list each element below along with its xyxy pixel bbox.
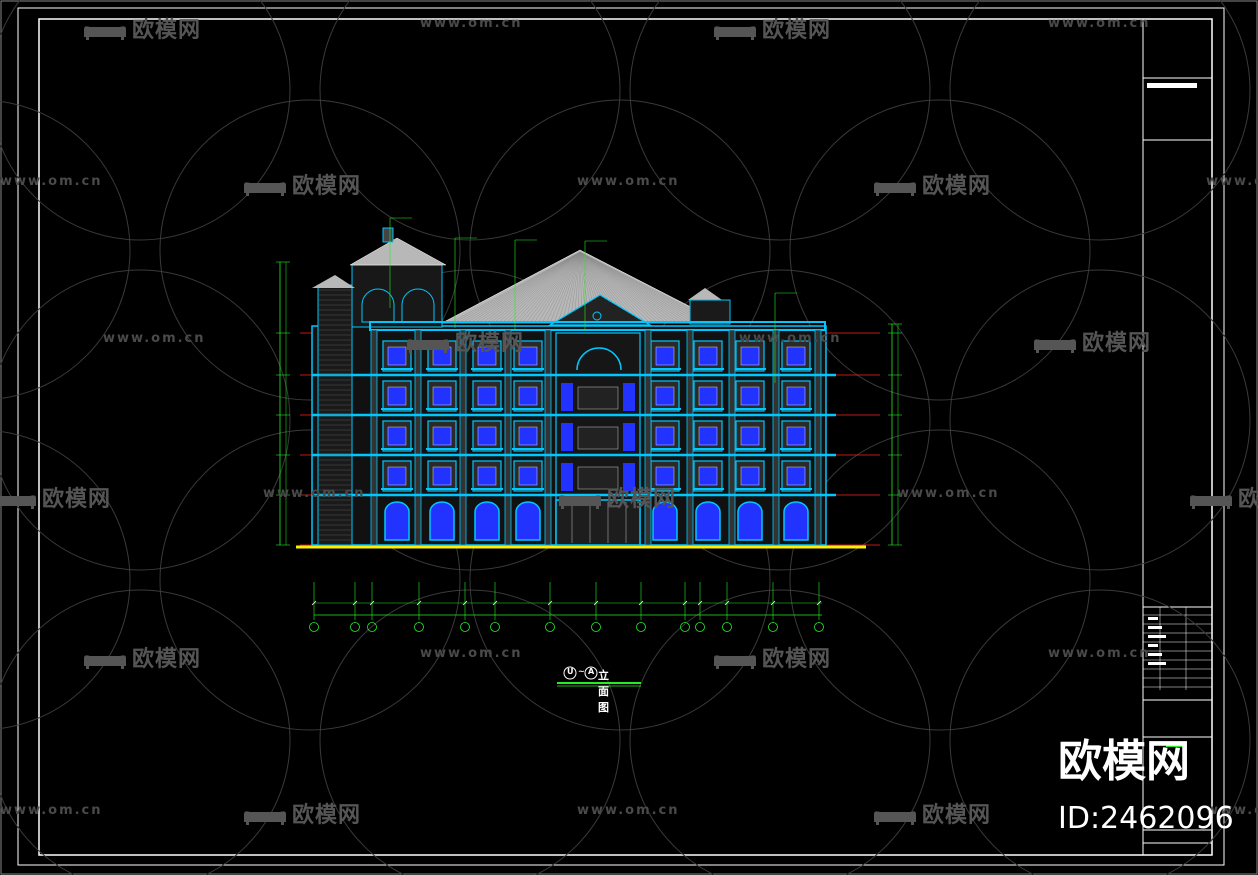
watermark-logo: 欧模网 <box>712 12 831 44</box>
sofa-icon <box>405 335 451 353</box>
watermark-brand-text: 欧模网 <box>42 487 112 512</box>
watermark-url: www.om.cn <box>0 174 103 189</box>
sheet-inner-frame <box>38 18 1213 856</box>
watermark-brand-text: 欧模网 <box>922 174 992 199</box>
watermark-brand-text: 欧模网 <box>1238 487 1258 512</box>
watermark-logo: 欧模网 <box>712 641 831 673</box>
title-block <box>1142 19 1212 855</box>
watermark-logo: 欧模网 <box>242 797 361 829</box>
sofa-icon <box>712 651 758 669</box>
sofa-icon <box>1188 491 1234 509</box>
watermark-logo: 欧模网 <box>0 481 111 513</box>
sofa-icon <box>712 22 758 40</box>
axis-separator: ~ <box>578 667 585 676</box>
watermark-brand-text: 欧模网 <box>132 18 202 43</box>
sofa-icon <box>0 491 38 509</box>
watermark-url: www.om.cn <box>103 331 206 346</box>
watermark-logo: 欧模网 <box>1188 481 1258 513</box>
watermark-brand-text: 欧模网 <box>922 803 992 828</box>
axis-end-label: A <box>588 667 595 676</box>
watermark-url: www.om.cn <box>420 16 523 31</box>
watermark-url: www.om.cn <box>1206 803 1258 818</box>
watermark-brand-text: 欧模网 <box>292 174 362 199</box>
sofa-icon <box>1032 335 1078 353</box>
sofa-icon <box>82 651 128 669</box>
sofa-icon <box>872 807 918 825</box>
watermark-brand-text: 欧模网 <box>762 18 832 43</box>
sofa-icon <box>242 178 288 196</box>
asset-id-label: ID:2462096 <box>1058 801 1234 836</box>
sofa-icon <box>872 178 918 196</box>
watermark-logo: 欧模网 <box>557 481 676 513</box>
watermark-url: www.om.cn <box>577 174 680 189</box>
sheet-outer-frame <box>17 7 1225 866</box>
watermark-logo: 欧模网 <box>82 641 201 673</box>
watermark-logo: 欧模网 <box>872 168 991 200</box>
watermark-url: www.om.cn <box>1048 646 1151 661</box>
watermark-url: www.om.cn <box>577 803 680 818</box>
watermark-logo: 欧模网 <box>405 325 524 357</box>
watermark-brand-text: 欧模网 <box>132 647 202 672</box>
watermark-brand-text: 欧模网 <box>1082 331 1152 356</box>
watermark-brand-text: 欧模网 <box>762 647 832 672</box>
sofa-icon <box>82 22 128 40</box>
watermark-url: www.om.cn <box>420 646 523 661</box>
watermark-url: www.om.cn <box>263 486 366 501</box>
axis-start-label: U <box>567 667 574 676</box>
dimension-lines <box>309 582 824 632</box>
watermark-url: www.om.cn <box>897 486 1000 501</box>
sofa-icon <box>557 491 603 509</box>
watermark-url: www.om.cn <box>1048 16 1151 31</box>
watermark-logo: 欧模网 <box>242 168 361 200</box>
watermark-url: www.om.cn <box>1206 174 1258 189</box>
watermark-logo: 欧模网 <box>872 797 991 829</box>
watermark-logo: 欧模网 <box>1032 325 1151 357</box>
watermark-brand-text: 欧模网 <box>607 487 677 512</box>
watermark-brand-text: 欧模网 <box>455 331 525 356</box>
sofa-icon <box>242 807 288 825</box>
watermark-url: www.om.cn <box>739 331 842 346</box>
brand-watermark: 欧模网 <box>1058 736 1190 787</box>
building-elevation <box>276 217 902 549</box>
drawing-title-text: 立面图 <box>598 669 609 714</box>
watermark-url: www.om.cn <box>0 803 103 818</box>
watermark-logo: 欧模网 <box>82 12 201 44</box>
watermark-brand-text: 欧模网 <box>292 803 362 828</box>
